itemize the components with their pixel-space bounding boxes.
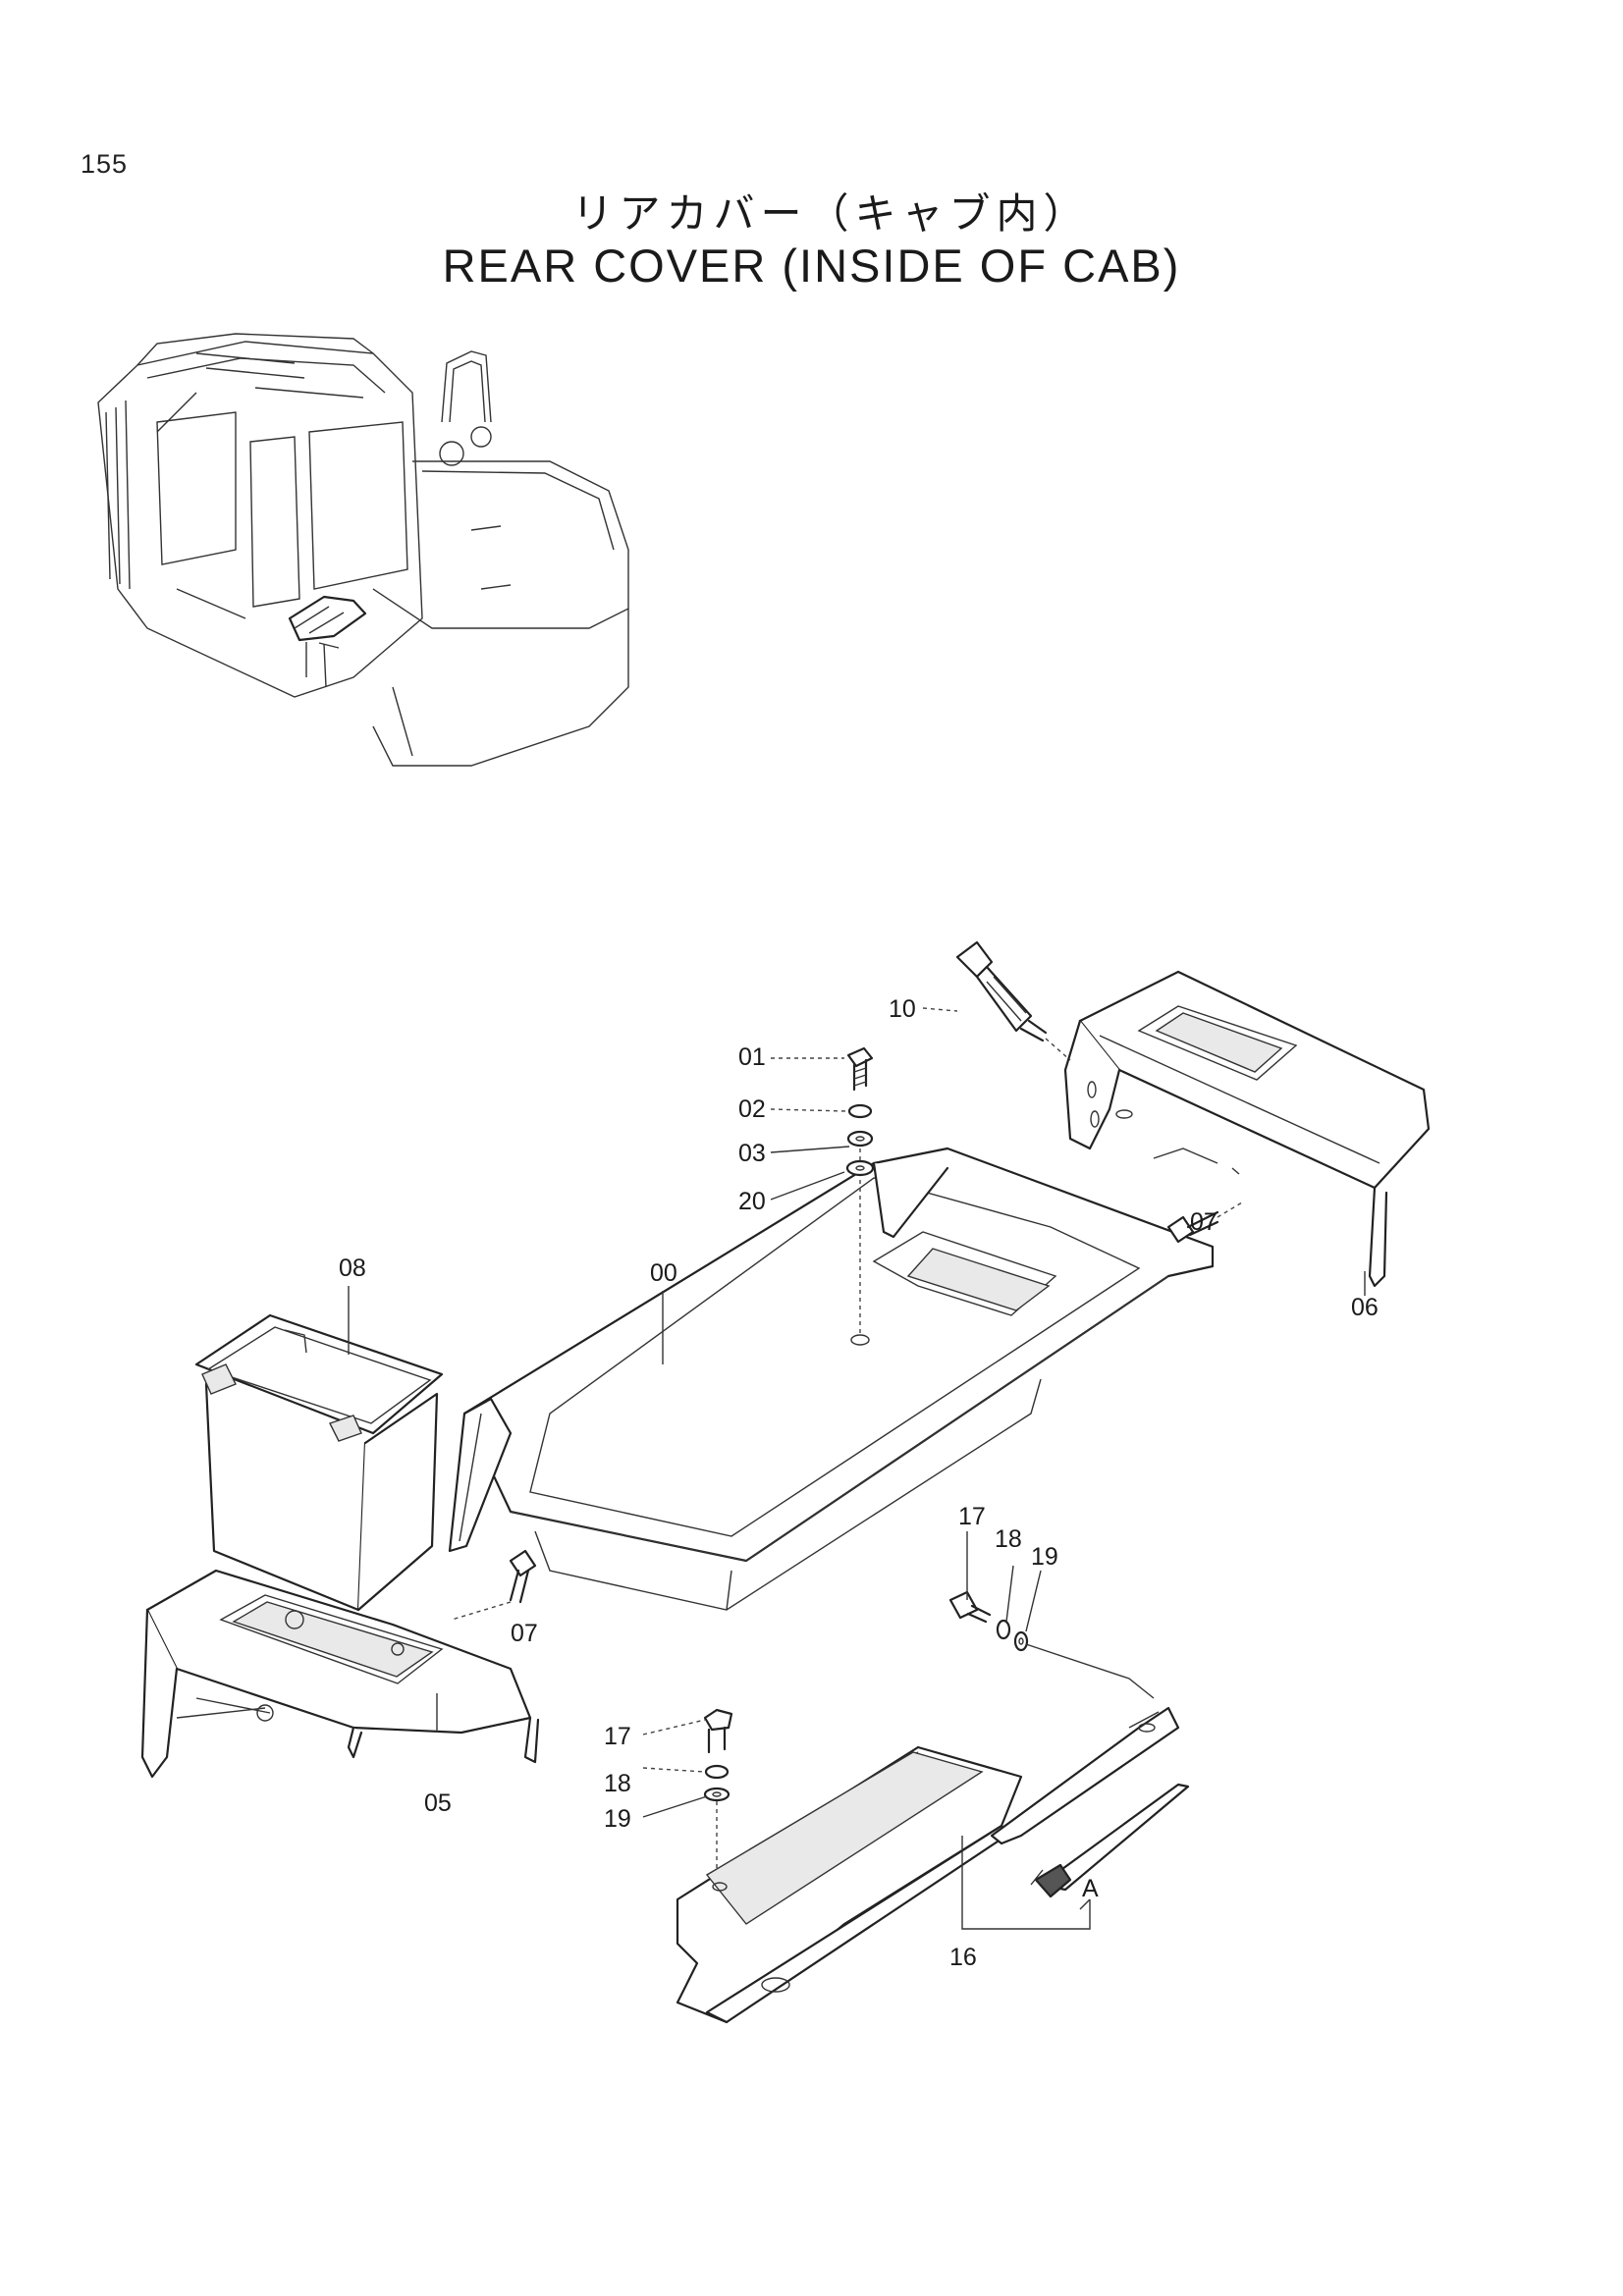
callout-03: 03 <box>738 1140 766 1167</box>
callout-20: 20 <box>738 1188 766 1215</box>
callout-01: 01 <box>738 1043 766 1071</box>
page-title-english: REAR COVER (INSIDE OF CAB) <box>442 240 1181 292</box>
leader-lines <box>348 1007 1366 1930</box>
callout-labels: 10 01 02 03 20 07 06 08 00 07 05 17 18 1… <box>339 995 1379 1971</box>
callout-16: 16 <box>949 1944 977 1971</box>
part-06-right-side-cover <box>1063 970 1431 1288</box>
callout-18-left: 18 <box>604 1770 631 1797</box>
detail-a-strap <box>1030 1783 1190 1898</box>
callout-06: 06 <box>1351 1294 1379 1321</box>
page-number: 155 <box>81 149 129 179</box>
callout-19-right: 19 <box>1031 1543 1058 1571</box>
callout-17-left: 17 <box>604 1723 631 1750</box>
callout-10: 10 <box>889 995 916 1023</box>
part-16-lower-cover-plate <box>676 1706 1180 2024</box>
callout-19-left: 19 <box>604 1805 631 1833</box>
callout-00: 00 <box>650 1259 677 1287</box>
callout-17-right: 17 <box>958 1503 986 1530</box>
fastener-group-right <box>948 1590 1155 1699</box>
part-00-rear-cover-tray <box>448 1147 1215 1611</box>
callout-07-right: 07 <box>1190 1208 1217 1236</box>
callout-a: A <box>1082 1875 1099 1902</box>
callout-08: 08 <box>339 1255 366 1282</box>
callout-05: 05 <box>424 1789 452 1817</box>
callout-02: 02 <box>738 1095 766 1123</box>
part-05-base-bracket <box>140 1569 540 1779</box>
part-10-switch <box>955 940 1071 1061</box>
excavator-overview-sketch <box>97 333 629 767</box>
callout-18-right: 18 <box>995 1525 1022 1553</box>
fastener-group-left <box>703 1708 733 1875</box>
page-title-japanese: リアカバー（キャブ内） <box>571 189 1091 238</box>
callout-07-left: 07 <box>511 1620 538 1647</box>
part-07-bolt-right <box>1166 1201 1243 1244</box>
part-07-bolt-left <box>451 1549 537 1621</box>
fastener-stack-top <box>845 1046 875 1177</box>
part-08-storage-box <box>194 1313 444 1612</box>
